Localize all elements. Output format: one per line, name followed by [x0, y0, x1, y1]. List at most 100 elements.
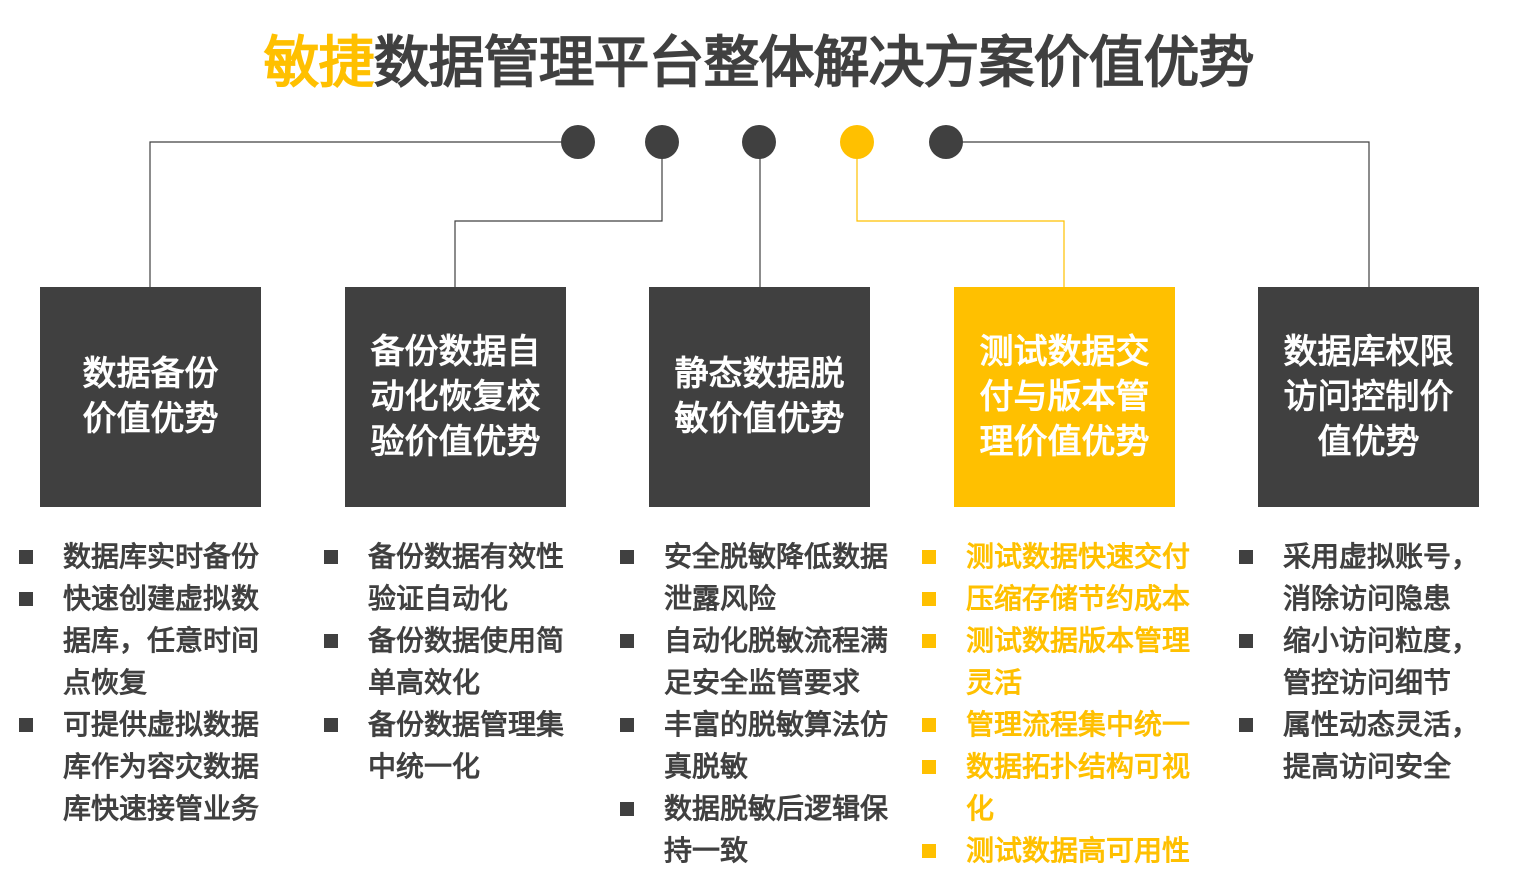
square-bullet-icon [620, 634, 634, 648]
benefit-list-3: 安全脱敏降低数据泄露风险自动化脱敏流程满足安全监管要求丰富的脱敏算法仿真脱敏数据… [620, 536, 889, 872]
list-item-text: 压缩存储节约成本 [966, 582, 1191, 615]
square-bullet-icon [324, 550, 338, 564]
list-item: 测试数据快速交付 [922, 536, 1191, 578]
title-highlight: 敏捷 [263, 31, 375, 96]
list-item-text: 采用虚拟账号， [1283, 540, 1480, 573]
box-title-line: 测试数据交 [979, 331, 1150, 372]
square-bullet-icon [1239, 634, 1253, 648]
square-bullet-icon [922, 844, 936, 858]
box-title-line: 验价值优势 [370, 421, 541, 462]
list-item-text: 备份数据有效性 [368, 540, 565, 573]
list-item: 测试数据高可用性 [922, 830, 1191, 872]
list-item: 自动化脱敏流程满足安全监管要求 [620, 620, 889, 704]
list-item-text: 管控访问细节 [1283, 666, 1452, 699]
list-item: 快速创建虚拟数据库，任意时间点恢复 [19, 578, 260, 704]
list-item: 数据脱敏后逻辑保持一致 [620, 788, 889, 872]
list-item-text: 属性动态灵活， [1283, 708, 1480, 741]
list-item-text: 缩小访问粒度， [1283, 624, 1480, 657]
list-item: 缩小访问粒度， 管控访问细节 [1239, 620, 1480, 704]
list-item-text: 库作为容灾数据 [63, 750, 260, 783]
list-item-text: 中统一化 [368, 750, 481, 783]
connector-1 [149, 141, 578, 287]
list-item: 数据库实时备份 [19, 536, 260, 578]
square-bullet-icon [922, 718, 936, 732]
square-bullet-icon [1239, 718, 1253, 732]
square-bullet-icon [324, 634, 338, 648]
list-item-text: 泄露风险 [664, 582, 777, 615]
list-item-text: 据库，任意时间 [63, 624, 260, 657]
box-title-line: 静态数据脱 [674, 354, 845, 394]
connector-2 [454, 142, 663, 287]
benefit-list-5: 采用虚拟账号， 消除访问隐患缩小访问粒度， 管控访问细节属性动态灵活，提高访问安全 [1239, 536, 1480, 788]
title-rest: 数据管理平台整体解决方案价值优势 [373, 31, 1255, 96]
benefit-list-1: 数据库实时备份快速创建虚拟数据库，任意时间点恢复可提供虚拟数据库作为容灾数据库快… [19, 536, 260, 830]
list-item-text: 备份数据使用简 [368, 624, 565, 657]
list-item-text: 自动化脱敏流程满 [664, 624, 889, 657]
list-item: 管理流程集中统一 [922, 704, 1191, 746]
list-item: 备份数据使用简单高效化 [324, 620, 565, 704]
list-item-text: 点恢复 [63, 666, 148, 699]
list-item-text: 备份数据管理集 [368, 708, 565, 741]
square-bullet-icon [19, 718, 33, 732]
list-item: 属性动态灵活，提高访问安全 [1239, 704, 1480, 788]
value-box-2: 备份数据自动化恢复校验价值优势 [345, 287, 566, 507]
node-dot-1 [561, 125, 595, 159]
list-item-text: 灵活 [966, 666, 1023, 699]
list-item-text: 安全脱敏降低数据 [664, 540, 889, 573]
list-item: 采用虚拟账号， 消除访问隐患 [1239, 536, 1480, 620]
connector-4 [856, 142, 1065, 287]
list-item-text: 管理流程集中统一 [966, 708, 1191, 741]
box-title-line: 数据库权限 [1283, 331, 1454, 372]
square-bullet-icon [922, 634, 936, 648]
list-item-text: 消除访问隐患 [1283, 582, 1452, 615]
list-item-text: 数据拓扑结构可视 [966, 750, 1191, 783]
list-item-text: 快速创建虚拟数 [63, 582, 260, 615]
square-bullet-icon [922, 760, 936, 774]
list-item: 备份数据有效性验证自动化 [324, 536, 565, 620]
list-item-text: 测试数据快速交付 [966, 540, 1191, 573]
value-box-5: 数据库权限访问控制价值优势 [1258, 287, 1479, 507]
square-bullet-icon [922, 592, 936, 606]
list-item-text: 化 [966, 792, 995, 825]
list-item: 可提供虚拟数据库作为容灾数据库快速接管业务 [19, 704, 260, 830]
list-item-text: 数据库实时备份 [63, 540, 260, 573]
list-item-text: 库快速接管业务 [63, 792, 260, 825]
box-title-line: 付与版本管 [979, 376, 1150, 417]
list-item-text: 测试数据版本管理 [966, 624, 1191, 657]
node-dot-4 [840, 125, 874, 159]
box-title-line: 数据备份 [82, 354, 219, 394]
box-title-line: 备份数据自 [370, 331, 541, 372]
list-item: 安全脱敏降低数据泄露风险 [620, 536, 889, 620]
box-title-line: 值优势 [1317, 421, 1420, 462]
square-bullet-icon [19, 550, 33, 564]
box-title-line: 动化恢复校 [370, 376, 541, 417]
list-item: 数据拓扑结构可视化 [922, 746, 1191, 830]
node-dot-5 [929, 125, 963, 159]
square-bullet-icon [620, 802, 634, 816]
box-title-line: 访问控制价 [1283, 376, 1454, 417]
square-bullet-icon [620, 718, 634, 732]
benefit-list-4: 测试数据快速交付压缩存储节约成本测试数据版本管理灵活管理流程集中统一数据拓扑结构… [922, 536, 1191, 872]
square-bullet-icon [19, 592, 33, 606]
connector-5 [946, 141, 1370, 287]
list-item: 压缩存储节约成本 [922, 578, 1191, 620]
list-item: 丰富的脱敏算法仿真脱敏 [620, 704, 888, 788]
list-item-text: 测试数据高可用性 [966, 834, 1191, 867]
page-title: 敏捷数据管理平台整体解决方案价值优势 [0, 18, 1517, 99]
box-title-line: 敏价值优势 [674, 399, 845, 439]
node-dot-2 [645, 125, 679, 159]
list-item-text: 单高效化 [368, 666, 481, 699]
box-title-line: 理价值优势 [979, 421, 1150, 462]
node-dot-3 [742, 125, 776, 159]
box-title-line: 价值优势 [82, 399, 219, 439]
square-bullet-icon [1239, 550, 1253, 564]
list-item: 测试数据版本管理灵活 [922, 620, 1191, 704]
list-item: 备份数据管理集中统一化 [324, 704, 565, 788]
list-item-text: 足安全监管要求 [664, 666, 861, 699]
value-box-4: 测试数据交付与版本管理价值优势 [954, 287, 1175, 507]
list-item-text: 验证自动化 [368, 582, 509, 615]
list-item-text: 数据脱敏后逻辑保 [664, 792, 889, 825]
square-bullet-icon [324, 718, 338, 732]
square-bullet-icon [620, 550, 634, 564]
benefit-list-2: 备份数据有效性验证自动化备份数据使用简单高效化备份数据管理集中统一化 [324, 536, 565, 788]
